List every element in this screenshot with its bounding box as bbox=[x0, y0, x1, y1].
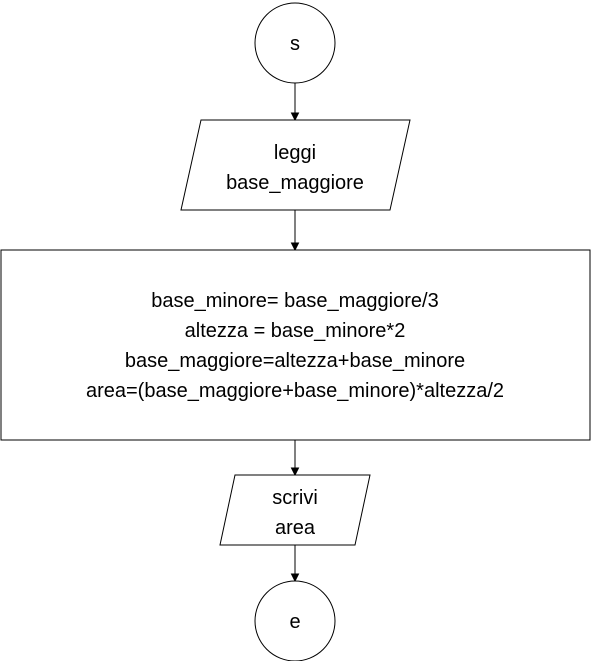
arrowhead bbox=[290, 573, 300, 583]
arrowhead bbox=[290, 242, 300, 252]
edge-input-to-process bbox=[290, 210, 300, 252]
start-node: s bbox=[254, 2, 336, 84]
edge-process-to-output bbox=[290, 440, 300, 477]
process-line-3: base_maggiore=altezza+base_minore bbox=[125, 350, 465, 372]
process-rectangle bbox=[0, 249, 591, 441]
output-node: scrivi area bbox=[219, 474, 371, 546]
input-node: leggi base_maggiore bbox=[180, 119, 411, 211]
output-label-line-1: scrivi bbox=[272, 487, 318, 509]
edge-output-to-end bbox=[290, 545, 300, 583]
edge-start-to-input bbox=[290, 83, 300, 122]
start-label: s bbox=[290, 33, 300, 55]
process-line-2: altezza = base_minore*2 bbox=[185, 320, 406, 342]
output-parallelogram bbox=[219, 474, 371, 546]
input-label-line-2: base_maggiore bbox=[226, 172, 364, 194]
process-line-1: base_minore= base_maggiore/3 bbox=[151, 290, 438, 312]
end-node: e bbox=[254, 580, 336, 661]
end-label: e bbox=[289, 611, 300, 633]
process-line-4: area=(base_maggiore+base_minore)*altezza… bbox=[86, 380, 504, 402]
arrowhead bbox=[290, 112, 300, 122]
end-circle bbox=[254, 580, 336, 661]
output-label-line-2: area bbox=[275, 517, 316, 539]
input-label-line-1: leggi bbox=[274, 142, 316, 164]
arrowhead bbox=[290, 467, 300, 477]
process-node: base_minore= base_maggiore/3 altezza = b… bbox=[0, 249, 591, 441]
input-parallelogram bbox=[180, 119, 411, 211]
